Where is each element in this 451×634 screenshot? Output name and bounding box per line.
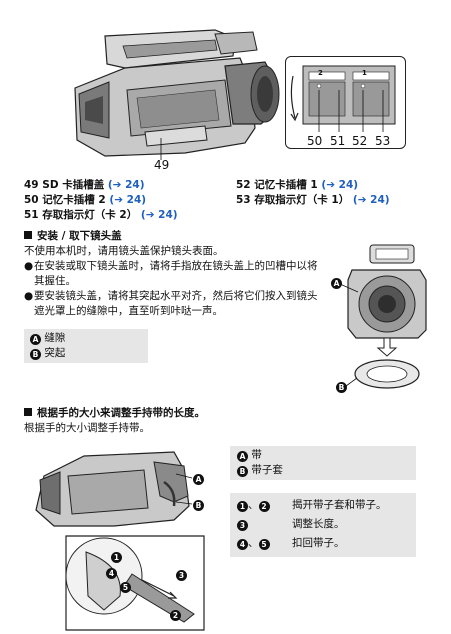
section1-bullet-2: ●要安装镜头盖，请将其突起水平对齐，然后将它们按入到镜头遮光罩上的缝隙中，直至听… bbox=[24, 290, 318, 317]
callout-53: 53 bbox=[375, 134, 391, 148]
callout-51: 51 bbox=[330, 134, 346, 148]
step-3-text: 调整长度。 bbox=[292, 518, 345, 530]
grip-fig-mark-a: A bbox=[193, 474, 204, 485]
legend1-b: B 突起 bbox=[30, 346, 65, 361]
camera-illustration-top bbox=[74, 29, 280, 160]
mark-a-icon: A bbox=[30, 334, 41, 345]
section2-legend bbox=[230, 446, 416, 480]
grip-fig-mark-5: 5 bbox=[120, 582, 131, 593]
section1-bullet-1: ●在安装或取下镜头盖时，请将手指放在镜头盖上的凹槽中以将其握住。 bbox=[24, 260, 318, 287]
part-52: 52 记忆卡插槽 1 (➔ 24) bbox=[236, 179, 359, 191]
legend1-a: A 缝隙 bbox=[30, 331, 65, 346]
step-1-2: 1、2 bbox=[237, 498, 270, 513]
lens-cap-illustration bbox=[339, 244, 427, 389]
section1-intro: 不使用本机时，请用镜头盖保护镜头表面。 bbox=[24, 245, 224, 257]
legend2-b: B 带子套 bbox=[237, 463, 283, 478]
section1-heading: 安装 / 取下镜头盖 bbox=[24, 229, 122, 244]
grip-fig-mark-b: B bbox=[193, 500, 204, 511]
card-slot-inset-drawing bbox=[290, 65, 396, 132]
callout-52: 52 bbox=[352, 134, 368, 148]
mark-a-icon: A bbox=[237, 451, 248, 462]
part-51: 51 存取指示灯（卡 2） (➔ 24) bbox=[24, 209, 178, 221]
lens-fig-mark-a: A bbox=[331, 278, 342, 289]
grip-fig-mark-2: 2 bbox=[170, 610, 181, 621]
mark-b-icon: B bbox=[237, 466, 248, 477]
step-4-5-text: 扣回带子。 bbox=[292, 537, 345, 549]
step-3: 3 bbox=[237, 517, 248, 532]
step-4-5: 4、5 bbox=[237, 536, 270, 551]
part-49: 49 SD 卡插槽盖 (➔ 24) bbox=[24, 179, 145, 191]
section2-intro: 根据手的大小调整手持带。 bbox=[24, 422, 150, 434]
callout-50: 50 bbox=[307, 134, 323, 148]
grip-fig-mark-1: 1 bbox=[111, 552, 122, 563]
legend2-a: A 带 bbox=[237, 448, 262, 463]
grip-fig-mark-4: 4 bbox=[106, 568, 117, 579]
part-50: 50 记忆卡插槽 2 (➔ 24) bbox=[24, 194, 147, 206]
card2-mark: 2 bbox=[318, 69, 323, 77]
section1-legend bbox=[24, 329, 148, 363]
card1-mark: 1 bbox=[362, 69, 367, 77]
grip-fig-mark-3: 3 bbox=[176, 570, 187, 581]
grip-belt-illustration bbox=[35, 451, 205, 631]
part-53: 53 存取指示灯（卡 1） (➔ 24) bbox=[236, 194, 390, 206]
mark-b-icon: B bbox=[30, 349, 41, 360]
section2-heading: 根据手的大小来调整手持带的长度。 bbox=[24, 406, 205, 421]
step-1-2-text: 揭开带子套和带子。 bbox=[292, 499, 387, 511]
callout-49: 49 bbox=[154, 158, 170, 172]
lens-fig-mark-b: B bbox=[336, 382, 347, 393]
